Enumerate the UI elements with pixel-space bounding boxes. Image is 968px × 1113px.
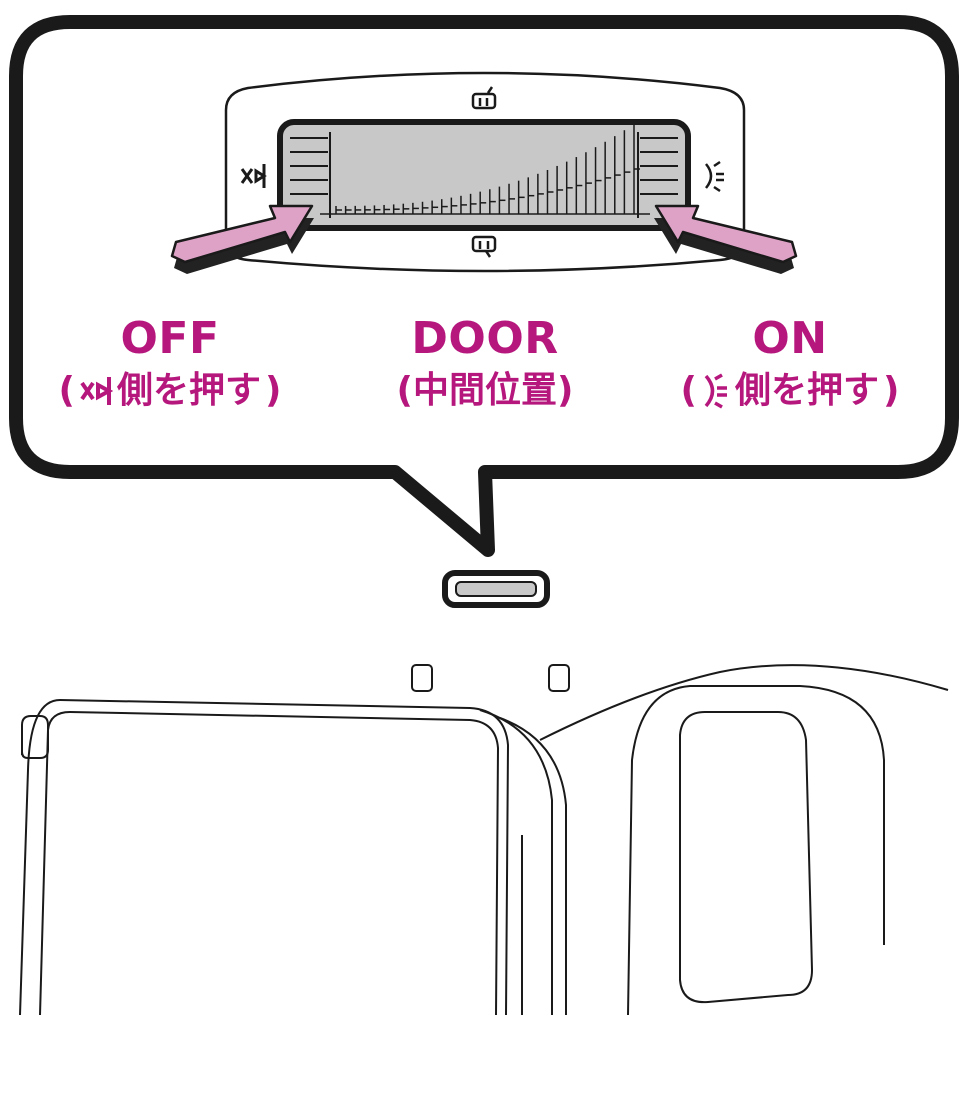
label-off-paren-open: ( [58, 370, 75, 411]
door-closed-icon [471, 235, 497, 258]
light-on-icon [705, 160, 724, 193]
label-on-main: ON [752, 313, 828, 364]
light-on-icon [704, 373, 727, 409]
label-off-paren-close: ) [265, 370, 282, 411]
label-off-main: OFF [120, 313, 220, 364]
lens-ribbing [335, 124, 640, 214]
label-off-text: 側を押す [116, 370, 261, 411]
label-on: ON ( 側を押す ) [640, 317, 940, 409]
door-open-icon [471, 86, 497, 110]
switch-right-stripes [637, 132, 678, 218]
label-on-paren-open: ( [680, 370, 697, 411]
label-on-text: 側を押す [734, 370, 879, 411]
lamp-lens [277, 119, 691, 231]
label-on-sub: ( 側を押す ) [640, 373, 940, 409]
label-door-main: DOOR [411, 313, 559, 364]
label-door-sub: (中間位置) [396, 370, 574, 411]
label-off-sub: ( 側を押す ) [30, 373, 310, 409]
sound-off-icon [240, 164, 267, 188]
label-door: DOOR (中間位置) [350, 317, 620, 409]
cabin-outline [19, 664, 949, 1016]
label-on-paren-close: ) [883, 370, 900, 411]
press-arrow-left [170, 204, 314, 274]
label-off: OFF ( 側を押す ) [30, 317, 310, 409]
sound-off-icon [80, 377, 113, 405]
press-arrow-right [654, 204, 798, 274]
switch-left-stripes [290, 132, 331, 218]
ceiling-lamp-small-lens [455, 581, 537, 597]
